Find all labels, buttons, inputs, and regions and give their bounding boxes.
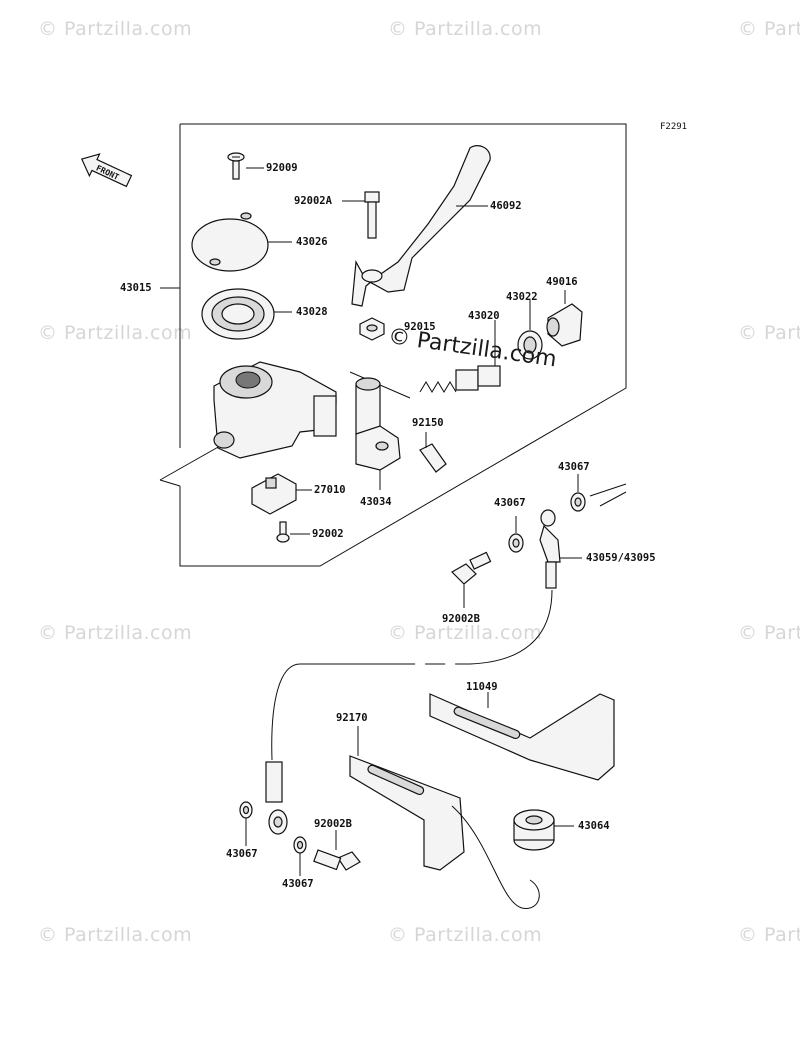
circlip-43022	[517, 300, 543, 360]
clamp-43034	[355, 377, 401, 490]
watermark: © Partzilla.com	[38, 18, 193, 40]
part-label-43015[interactable]: 43015	[120, 282, 152, 294]
part-label-92150[interactable]: 92150	[412, 417, 444, 429]
brake-hose-fitting-43059	[539, 509, 582, 589]
bracket-92170	[349, 726, 465, 871]
hose-clamp-wire	[451, 805, 540, 909]
part-label-92170[interactable]: 92170	[336, 712, 368, 724]
watermark: © Partzilla.com	[738, 924, 800, 946]
washer-43067-bottom-left	[239, 801, 253, 846]
bolt-92002a	[342, 191, 380, 239]
reservoir-cap-43026	[191, 212, 292, 272]
grommet-43064	[513, 809, 574, 851]
part-label-92002a[interactable]: 92002A	[294, 195, 332, 207]
part-label-43020[interactable]: 43020	[468, 310, 500, 322]
part-label-49016[interactable]: 49016	[546, 276, 578, 288]
master-cylinder-body	[213, 361, 337, 459]
part-label-11049[interactable]: 11049	[466, 681, 498, 693]
watermark: © Partzilla.com	[388, 18, 543, 40]
washer-43067-mid	[508, 516, 524, 553]
part-label-43067-bottom-left[interactable]: 43067	[226, 848, 258, 860]
part-label-92002b-top[interactable]: 92002B	[442, 613, 480, 625]
part-label-92015[interactable]: 92015	[404, 321, 436, 333]
part-label-43064[interactable]: 43064	[578, 820, 610, 832]
part-label-92009[interactable]: 92009	[266, 162, 298, 174]
part-label-43059-43095[interactable]: 43059/43095	[586, 552, 656, 564]
cut-line	[159, 445, 221, 481]
watermark: © Partzilla.com	[388, 924, 543, 946]
brake-switch-27010	[251, 473, 312, 515]
watermark: © Partzilla.com	[738, 18, 800, 40]
bolt-92150	[419, 432, 447, 473]
diaphragm-43028	[201, 288, 292, 340]
brake-lever-46092	[351, 145, 491, 307]
screw-92002	[276, 521, 310, 543]
part-label-92002[interactable]: 92002	[312, 528, 344, 540]
boot-49016	[546, 290, 583, 347]
part-label-43067-bottom[interactable]: 43067	[282, 878, 314, 890]
watermark: © Partzilla.com	[738, 322, 800, 344]
bolt-92002b-bottom	[313, 830, 361, 871]
bolt-92002b-top	[451, 551, 492, 608]
part-label-92002b-bottom[interactable]: 92002B	[314, 818, 352, 830]
part-label-27010[interactable]: 27010	[314, 484, 346, 496]
brake-hose-line	[271, 589, 553, 761]
watermark: © Partzilla.com	[38, 924, 193, 946]
part-label-43067-top-right[interactable]: 43067	[558, 461, 590, 473]
screw-92009	[227, 152, 264, 180]
brake-hose-fitting-lower	[265, 761, 288, 835]
assembly-outline	[179, 123, 627, 567]
part-label-46092[interactable]: 46092	[490, 200, 522, 212]
part-label-43028[interactable]: 43028	[296, 306, 328, 318]
watermark: © Partzilla.com	[38, 322, 193, 344]
watermark: © Partzilla.com	[38, 622, 193, 644]
washer-43067-top-right	[570, 474, 627, 512]
part-label-43026[interactable]: 43026	[296, 236, 328, 248]
front-arrow-icon: FRONT	[80, 153, 133, 188]
washer-43067-bottom	[293, 836, 307, 876]
bracket-11049	[429, 692, 615, 781]
part-label-43022[interactable]: 43022	[506, 291, 538, 303]
part-label-43067-mid[interactable]: 43067	[494, 497, 526, 509]
part-label-43034[interactable]: 43034	[360, 496, 392, 508]
watermark: © Partzilla.com	[388, 622, 543, 644]
nut-92015	[359, 317, 385, 341]
diagram-code: F2291	[660, 122, 688, 132]
watermark: © Partzilla.com	[738, 622, 800, 644]
